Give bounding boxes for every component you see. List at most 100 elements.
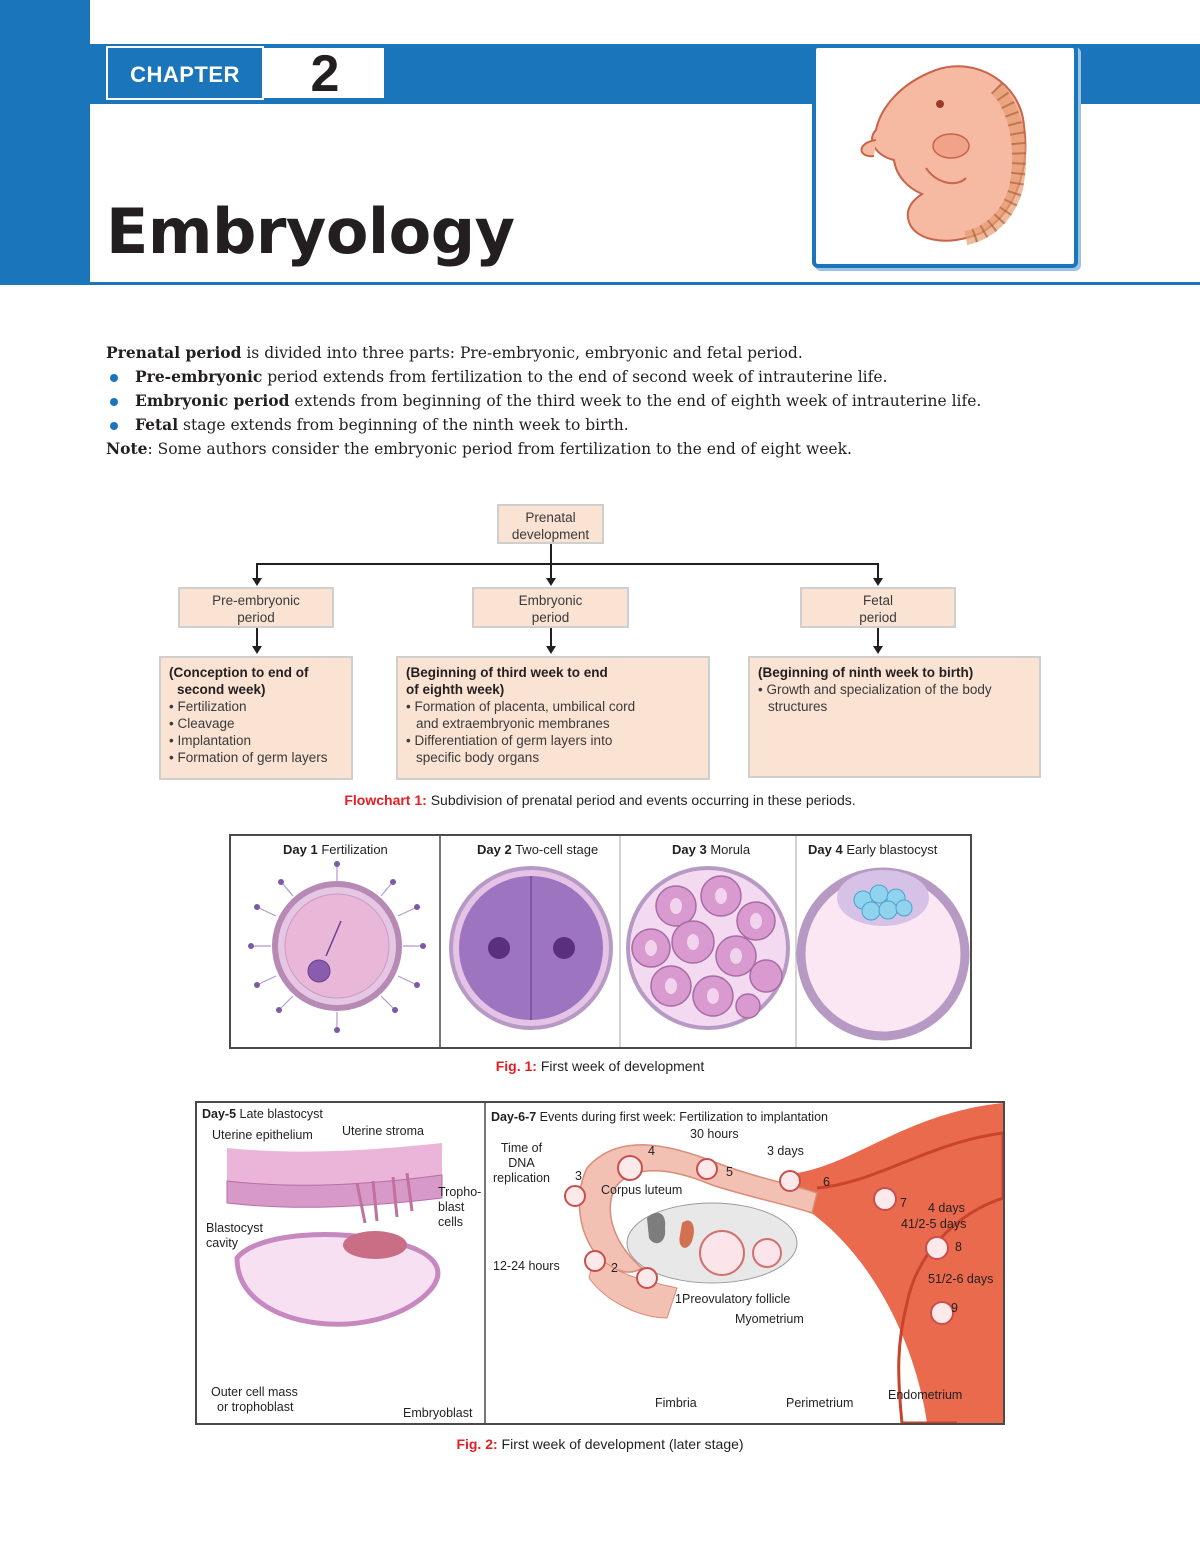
bullet-item: Pre-embryonic period extends from fertil… bbox=[135, 367, 887, 386]
morula bbox=[626, 866, 790, 1030]
note: Note: Some authors consider the embryoni… bbox=[106, 439, 852, 458]
label-embryoblast: Embryoblast bbox=[403, 1406, 473, 1420]
label-line: Tropho- bbox=[438, 1185, 482, 1199]
flowchart-root-line: development bbox=[511, 527, 590, 542]
label-4-days: 4 days bbox=[928, 1201, 965, 1215]
panel-day: Day 1 bbox=[283, 842, 318, 857]
bullet-term: Fetal bbox=[135, 415, 179, 434]
label-uterine-stroma: Uterine stroma bbox=[342, 1124, 424, 1138]
branch-head-line: period bbox=[859, 610, 897, 625]
label-dna-replication: Time of DNA replication bbox=[493, 1141, 550, 1186]
chapter-label: CHAPTER bbox=[106, 46, 264, 100]
detail-item: structures bbox=[768, 699, 828, 714]
detail-heading: second week) bbox=[177, 682, 266, 697]
bullet-dot bbox=[110, 422, 118, 430]
connector bbox=[550, 544, 552, 564]
flowchart-detail: (Beginning of third week to end of eight… bbox=[396, 656, 710, 780]
bullet-dot bbox=[110, 398, 118, 406]
stage-number: 7 bbox=[900, 1196, 907, 1210]
caption-label: Fig. 2: bbox=[456, 1436, 498, 1452]
two-cell-stage bbox=[449, 866, 613, 1030]
caption-text: Subdivision of prenatal period and event… bbox=[426, 792, 856, 808]
stage-number: 3 bbox=[575, 1169, 582, 1183]
label-line: cells bbox=[438, 1215, 464, 1229]
detail-item: • Differentiation of germ layers into bbox=[406, 733, 613, 748]
connector bbox=[550, 563, 552, 581]
embryo-illustration-frame bbox=[812, 44, 1078, 268]
flowchart-branch-head: Embryonic period bbox=[472, 587, 629, 628]
branch-head-line: Embryonic bbox=[518, 593, 583, 608]
label-fimbria: Fimbria bbox=[655, 1396, 697, 1410]
panel-desc: Two-cell stage bbox=[511, 842, 599, 857]
detail-heading: (Beginning of third week to end bbox=[406, 665, 608, 680]
bullet-text: period extends from fertilization to the… bbox=[262, 368, 888, 386]
stage-number: 9 bbox=[951, 1301, 958, 1315]
stage-number: 2 bbox=[611, 1261, 618, 1275]
label-line: replication bbox=[493, 1171, 550, 1185]
stage-number: 6 bbox=[823, 1175, 830, 1189]
fig2-frame: Day-5 Late blastocyst Uterine epithelium… bbox=[195, 1101, 1005, 1425]
header-rule bbox=[90, 282, 1200, 285]
intro-term: Prenatal period bbox=[106, 343, 242, 362]
early-blastocyst bbox=[796, 867, 970, 1041]
fig1-panel-title: Day 1 Fertilization bbox=[283, 842, 388, 857]
detail-item: • Fertilization bbox=[169, 699, 247, 714]
panel-day: Day-5 bbox=[202, 1107, 237, 1121]
branch-head-line: Pre-embryonic bbox=[212, 593, 300, 608]
panel-day: Day-6-7 bbox=[491, 1110, 537, 1124]
panel-desc: Late blastocyst bbox=[236, 1107, 323, 1121]
label-perimetrium: Perimetrium bbox=[786, 1396, 854, 1410]
caption-text: First week of development (later stage) bbox=[497, 1436, 744, 1452]
label-myometrium: Myometrium bbox=[735, 1312, 804, 1326]
label-line: or trophoblast bbox=[217, 1400, 294, 1414]
fig2-left-title: Day-5 Late blastocyst bbox=[202, 1107, 323, 1122]
flowchart-arrows bbox=[252, 578, 883, 654]
flowchart-detail: (Beginning of ninth week to birth) • Gro… bbox=[748, 656, 1041, 778]
detail-heading: (Beginning of ninth week to birth) bbox=[758, 665, 974, 680]
bullet-item: Embryonic period extends from beginning … bbox=[135, 391, 981, 410]
label-line: DNA bbox=[508, 1156, 535, 1170]
detail-heading: (Conception to end of bbox=[169, 665, 309, 680]
flowchart-root: Prenatal development bbox=[497, 504, 604, 544]
label-trophoblast-cells: Tropho- blast cells bbox=[438, 1185, 481, 1230]
detail-item: • Cleavage bbox=[169, 716, 235, 731]
connector bbox=[256, 563, 879, 565]
note-text: : Some authors consider the embryonic pe… bbox=[147, 440, 852, 458]
branch-head-line: Fetal bbox=[862, 593, 893, 608]
chapter-number: 2 bbox=[310, 45, 340, 103]
bullet-term: Embryonic period bbox=[135, 391, 290, 410]
label-outer-cell-mass: Outer cell mass or trophoblast bbox=[211, 1385, 298, 1415]
fig1-panel-title: Day 3 Morula bbox=[672, 842, 750, 857]
panel-day: Day 4 bbox=[808, 842, 843, 857]
branch-head-line: period bbox=[531, 610, 570, 625]
intro-text: is divided into three parts: Pre-embryon… bbox=[241, 344, 803, 362]
stage-number: 1 bbox=[675, 1292, 682, 1306]
label-line: Blastocyst bbox=[206, 1221, 263, 1235]
fig1-panel-title: Day 4 Early blastocyst bbox=[808, 842, 937, 857]
label-line: cavity bbox=[206, 1236, 238, 1250]
label-3-days: 3 days bbox=[767, 1144, 804, 1158]
fig1-caption: Fig. 1: First week of development bbox=[0, 1058, 1200, 1074]
panel-desc: Events during first week: Fertilization … bbox=[536, 1110, 828, 1124]
fertilization-oocyte bbox=[248, 861, 426, 1033]
caption-label: Fig. 1: bbox=[495, 1058, 537, 1074]
intro-paragraph: Prenatal period is divided into three pa… bbox=[106, 343, 803, 362]
panel-desc: Fertilization bbox=[317, 842, 388, 857]
detail-item: • Implantation bbox=[169, 733, 252, 748]
late-blastocyst bbox=[226, 1143, 443, 1327]
label-preovulatory-follicle: Preovulatory follicle bbox=[682, 1292, 791, 1306]
bullet-term: Pre-embryonic bbox=[135, 367, 263, 386]
label-4-5-days: 41/2-5 days bbox=[901, 1217, 967, 1231]
bullet-text: extends from beginning of the third week… bbox=[289, 392, 982, 410]
flowchart-branch-head: Pre-embryonic period bbox=[178, 587, 334, 628]
left-accent-bar bbox=[0, 0, 90, 285]
panel-day: Day 3 bbox=[672, 842, 707, 857]
bullet-text: stage extends from beginning of the nint… bbox=[178, 416, 629, 434]
fig1-frame: Day 1 Fertilization Day 2 Two-cell stage… bbox=[229, 834, 972, 1049]
panel-day: Day 2 bbox=[477, 842, 512, 857]
label-line: blast bbox=[438, 1200, 465, 1214]
bullet-dot bbox=[110, 374, 118, 382]
fig2-caption: Fig. 2: First week of development (later… bbox=[0, 1436, 1200, 1452]
note-label: Note bbox=[106, 439, 148, 458]
bullet-item: Fetal stage extends from beginning of th… bbox=[135, 415, 629, 434]
